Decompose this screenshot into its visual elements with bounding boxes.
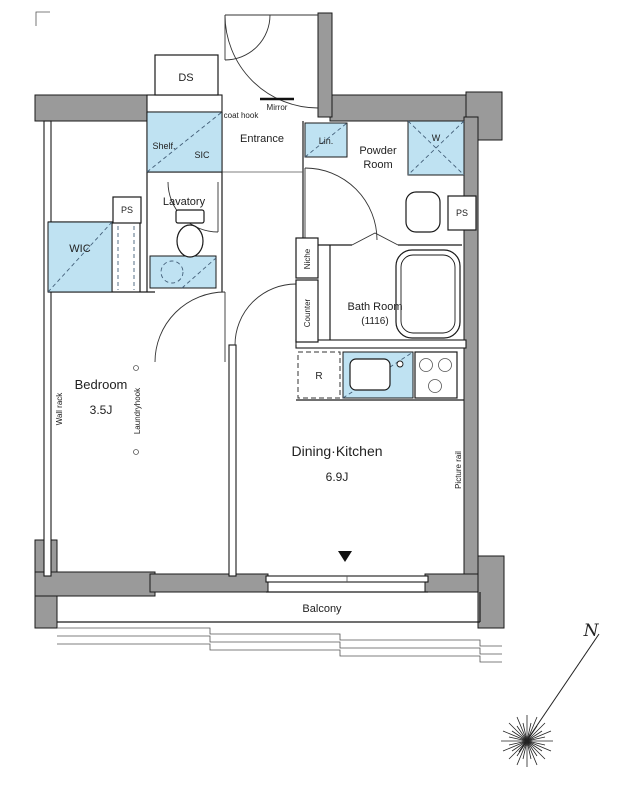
pipe-space-left-box	[112, 196, 142, 224]
fixtures	[47, 54, 477, 455]
building-step-line	[57, 643, 502, 663]
toilet-bowl-icon	[176, 224, 204, 258]
powder-room-door-arc	[304, 167, 378, 241]
counter-label: Counter	[303, 298, 312, 327]
bedroom-label: Bedroom	[75, 377, 128, 392]
bedroom-door-arc	[154, 291, 226, 363]
corner-mark	[35, 11, 50, 26]
wall-rack-label: Wall rack	[55, 392, 64, 426]
stove-icon	[414, 351, 458, 399]
kitchen-sink-icon	[349, 358, 391, 391]
vanity-basin	[160, 260, 184, 284]
ps-left-label: PS	[121, 205, 133, 215]
toilet-tank-icon	[175, 209, 205, 224]
ps-right-label: PS	[456, 208, 468, 218]
bedroom-size: 3.5J	[90, 403, 113, 417]
pipe-space-right-box	[447, 195, 477, 231]
washer-label: W	[432, 133, 441, 143]
lavatory-label: Lavatory	[163, 196, 206, 208]
laundry-hook-point	[133, 449, 139, 455]
refrigerator-space	[297, 351, 341, 399]
dining-kitchen-label: Dining·Kitchen	[291, 443, 382, 459]
picture-rail-label: Picture rail	[454, 451, 463, 489]
shelf-label: Shelf.	[152, 141, 175, 151]
bath-room-size: (1116)	[361, 316, 388, 327]
faucet-icon	[396, 360, 404, 368]
hall-dk-door-arc	[234, 283, 297, 346]
compass: N	[501, 621, 600, 767]
ds-label: DS	[178, 72, 193, 84]
bathtub-inner	[400, 254, 456, 334]
balcony-label: Balcony	[302, 603, 342, 615]
niche-box	[295, 237, 319, 279]
bedroom-dk-partition	[228, 344, 237, 577]
niche-label: Niche	[303, 248, 312, 269]
compass-starburst	[501, 715, 553, 767]
duct-space-box	[154, 54, 219, 96]
laundry-hook-point	[133, 365, 139, 371]
entrance-child-door-arc	[224, 14, 271, 61]
labels: DS Shelf. SIC coat hook Mirror Entrance …	[55, 72, 468, 615]
balcony-area	[57, 551, 502, 663]
bath-folding-door	[351, 232, 399, 246]
dining-kitchen-size: 6.9J	[326, 470, 349, 484]
door-swings	[154, 14, 399, 363]
powder-room-label-1: Powder	[359, 145, 397, 157]
entrance-label: Entrance	[240, 133, 284, 145]
powder-basin-icon	[405, 191, 441, 233]
mirror-label: Mirror	[267, 103, 288, 112]
sic-label: SIC	[194, 150, 210, 160]
coat-hook-label: coat hook	[224, 111, 260, 120]
compass-north-label: N	[583, 621, 600, 641]
exterior-wall-left	[43, 120, 52, 577]
building-step-line	[57, 635, 502, 655]
powder-room-label-2: Room	[363, 159, 392, 171]
linen-label: Lin.	[319, 136, 334, 146]
entrance-door-arc	[224, 14, 319, 109]
counter-box	[295, 279, 319, 343]
wic-label: WIC	[69, 243, 90, 255]
refrigerator-label: R	[315, 371, 322, 382]
walls	[34, 11, 505, 629]
balcony-access-marker	[338, 551, 352, 562]
bath-room-label: Bath Room	[347, 301, 402, 313]
laundry-hook-label: Laundryhook	[133, 387, 142, 434]
bath-kitchen-wall	[295, 339, 467, 349]
building-step-line	[57, 627, 502, 647]
